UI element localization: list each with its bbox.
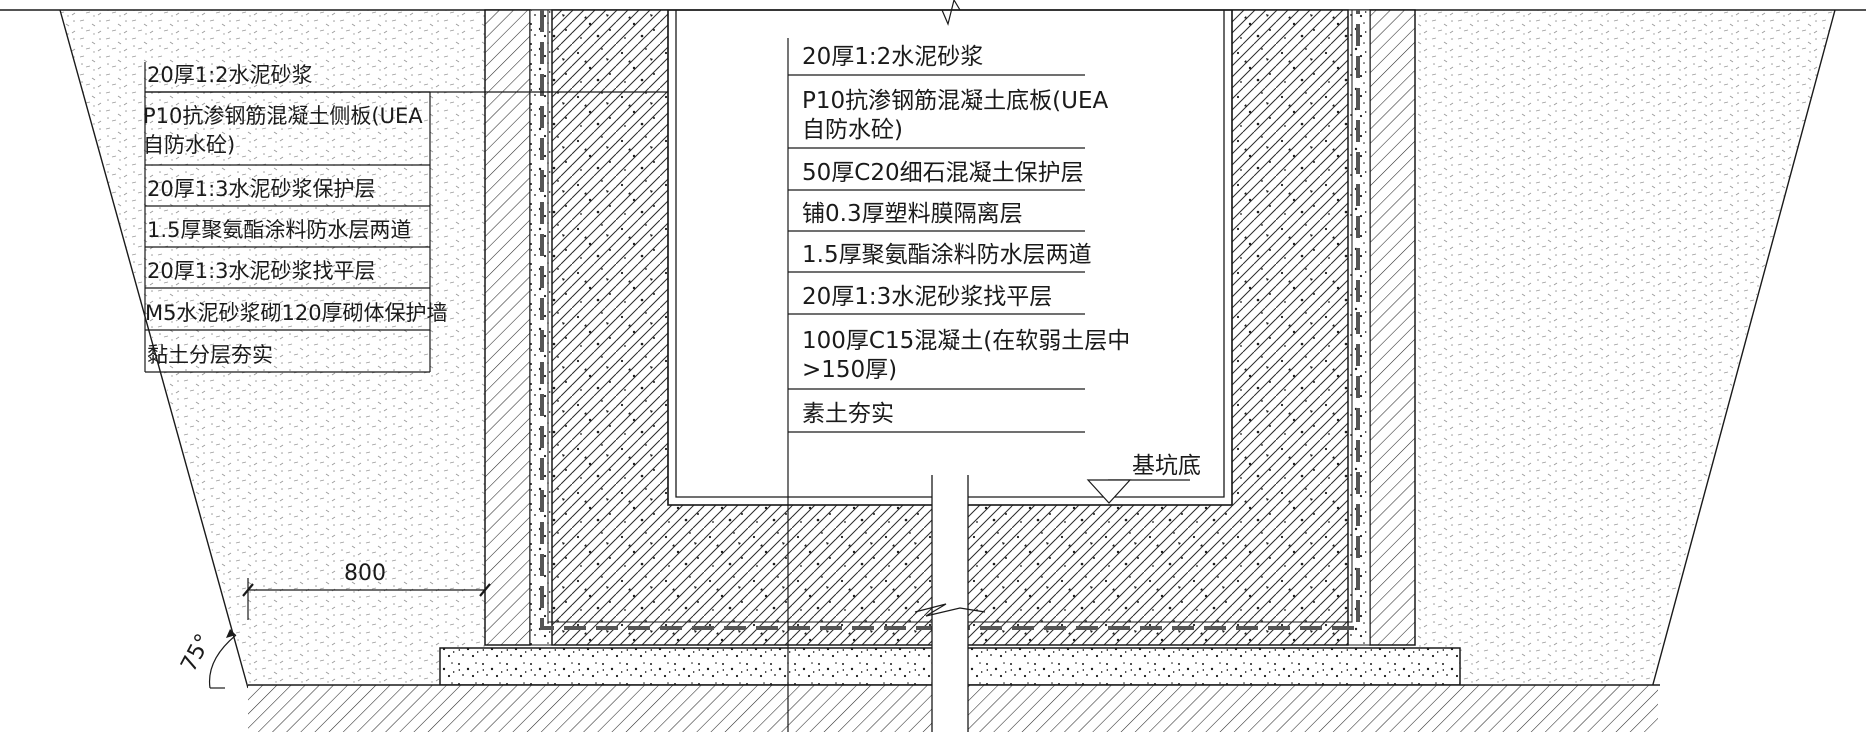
width-dimension: 800 <box>242 561 491 620</box>
right-layer-callout: 20厚1:2水泥砂浆 P10抗渗钢筋混凝土底板(UEA 自防水砼) 50厚C20… <box>787 38 1130 732</box>
break-symbol-bottom <box>914 603 986 617</box>
dimension-tick-left <box>242 583 254 597</box>
protective-brick-wall-left <box>484 9 531 646</box>
slope-angle-arc <box>208 634 237 689</box>
slope-angle-annotation: 75° <box>176 629 237 689</box>
soil-backfill-left <box>60 10 485 685</box>
left-layer-label: M5水泥砂浆砌120厚砌体保护墙 <box>145 301 448 325</box>
right-layer-label: 铺0.3厚塑料膜隔离层 <box>802 201 1023 227</box>
pit-bottom-label: 基坑底 <box>1132 453 1201 479</box>
pit-bottom-marker: 基坑底 <box>1086 453 1201 504</box>
left-layer-label: 20厚1:3水泥砂浆找平层 <box>147 259 376 283</box>
right-layer-label: P10抗渗钢筋混凝土底板(UEA <box>802 88 1108 114</box>
arc-arrow-icon <box>226 629 236 638</box>
slope-line-left <box>59 9 249 689</box>
right-layer-label: 1.5厚聚氨酯涂料防水层两道 <box>802 242 1092 268</box>
left-layer-label: 1.5厚聚氨酯涂料防水层两道 <box>147 218 411 242</box>
left-layer-label: 20厚1:2水泥砂浆 <box>147 63 313 87</box>
right-layer-label: >150厚) <box>802 357 897 383</box>
elevation-triangle-icon <box>1086 479 1132 504</box>
left-layer-label: 黏土分层夯实 <box>147 343 273 367</box>
break-gap <box>932 475 968 732</box>
right-layer-label: 素土夯实 <box>802 401 894 427</box>
slope-line-right <box>1651 9 1836 689</box>
right-layer-label: 20厚1:3水泥砂浆找平层 <box>802 284 1052 310</box>
left-layer-label: 20厚1:3水泥砂浆保护层 <box>147 177 376 201</box>
left-layer-label: 自防水砼) <box>143 133 235 157</box>
right-layer-label: 20厚1:2水泥砂浆 <box>802 44 983 70</box>
left-layer-callout: 20厚1:2水泥砂浆 P10抗渗钢筋混凝土侧板(UEA 自防水砼) 20厚1:3… <box>143 62 668 373</box>
right-layer-label: 100厚C15混凝土(在软弱土层中 <box>802 328 1130 354</box>
break-symbol-top <box>941 0 961 26</box>
protective-brick-wall-right <box>1369 9 1416 646</box>
left-layer-label: P10抗渗钢筋混凝土侧板(UEA <box>143 104 423 128</box>
dimension-tick-right <box>479 583 491 597</box>
right-layer-label: 50厚C20细石混凝土保护层 <box>802 160 1084 186</box>
dimension-value: 800 <box>344 561 386 586</box>
soil-backfill-right <box>1418 10 1835 685</box>
mortar-leveling-left <box>529 9 553 646</box>
right-layer-label: 自防水砼) <box>802 117 903 143</box>
